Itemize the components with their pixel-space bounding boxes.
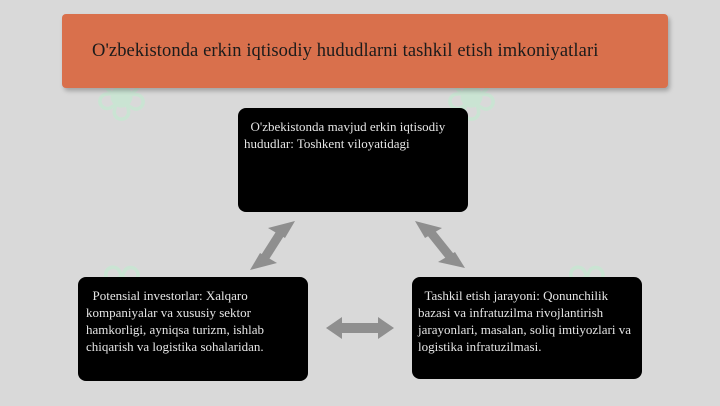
double-arrow-icon — [415, 221, 465, 268]
page-title: O'zbekistonda erkin iqtisodiy hududlarni… — [92, 40, 599, 61]
title-banner: O'zbekistonda erkin iqtisodiy hududlarni… — [62, 14, 668, 88]
node-potential-investors: Potensial investorlar: Xalqaro kompaniya… — [78, 277, 308, 381]
node-existing-zones: O'zbekistonda mavjud erkin iqtisodiy hud… — [238, 108, 468, 212]
double-arrow-icon — [326, 317, 394, 339]
node-text: O'zbekistonda mavjud erkin iqtisodiy hud… — [244, 119, 449, 151]
double-arrow-icon — [250, 221, 295, 270]
node-text: Potensial investorlar: Xalqaro kompaniya… — [86, 288, 268, 354]
node-establishment-process: Tashkil etish jarayoni: Qonunchilik baza… — [412, 277, 642, 379]
node-text: Tashkil etish jarayoni: Qonunchilik baza… — [418, 288, 635, 354]
